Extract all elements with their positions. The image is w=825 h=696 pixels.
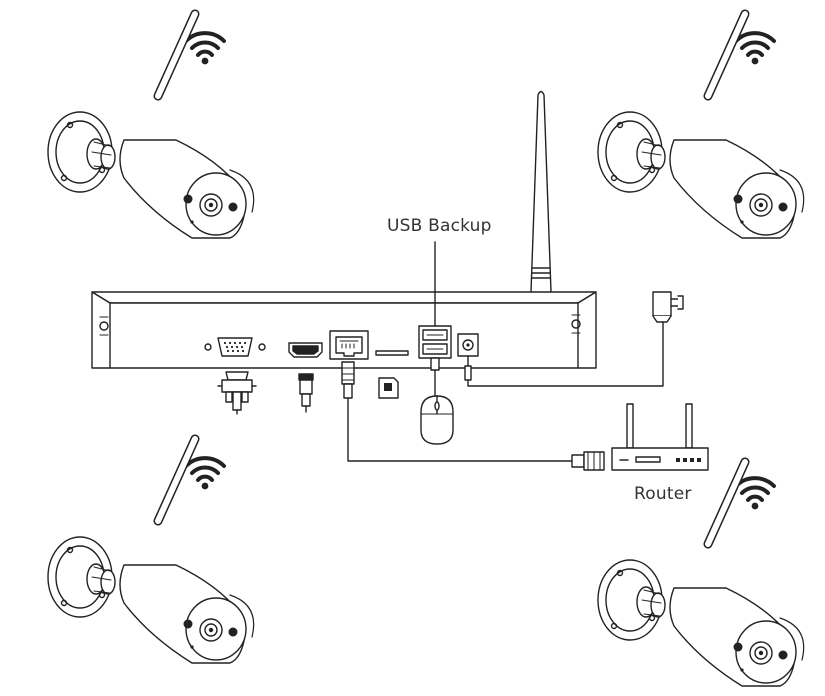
wifi-camera-top-left <box>48 14 254 238</box>
sd-card <box>378 377 399 399</box>
camera-icon <box>48 14 254 238</box>
router-ethernet-plug <box>571 451 605 471</box>
lan-port <box>329 330 369 360</box>
router-icon <box>611 403 709 471</box>
usb-mouse <box>420 357 454 445</box>
nvr-antenna <box>526 90 556 327</box>
usb-backup-label: USB Backup <box>387 216 492 236</box>
ethernet-plug <box>341 361 355 399</box>
hdmi-plug <box>298 373 314 413</box>
vga-plug <box>217 371 257 415</box>
camera-icon <box>598 14 804 238</box>
vga-port <box>204 337 266 357</box>
right-screw <box>571 314 581 334</box>
power-cable <box>467 321 664 387</box>
wifi-camera-bottom-right <box>598 462 804 686</box>
sd-slot <box>375 350 409 356</box>
camera-icon <box>48 439 254 663</box>
nvr-recorder <box>91 291 597 369</box>
left-screw <box>99 316 109 336</box>
wifi-icon <box>734 476 776 512</box>
wifi-camera-bottom-left <box>48 439 254 663</box>
router-label: Router <box>634 484 692 504</box>
camera-icon <box>598 462 804 686</box>
usb-ports <box>418 325 452 359</box>
wifi-icon <box>734 31 776 67</box>
power-adapter <box>652 291 684 323</box>
wifi-icon <box>184 456 226 492</box>
wifi-camera-top-right <box>598 14 804 238</box>
dc-power-port <box>457 333 479 357</box>
wifi-icon <box>184 31 226 67</box>
hdmi-port <box>288 342 323 358</box>
ethernet-cable <box>347 397 573 462</box>
